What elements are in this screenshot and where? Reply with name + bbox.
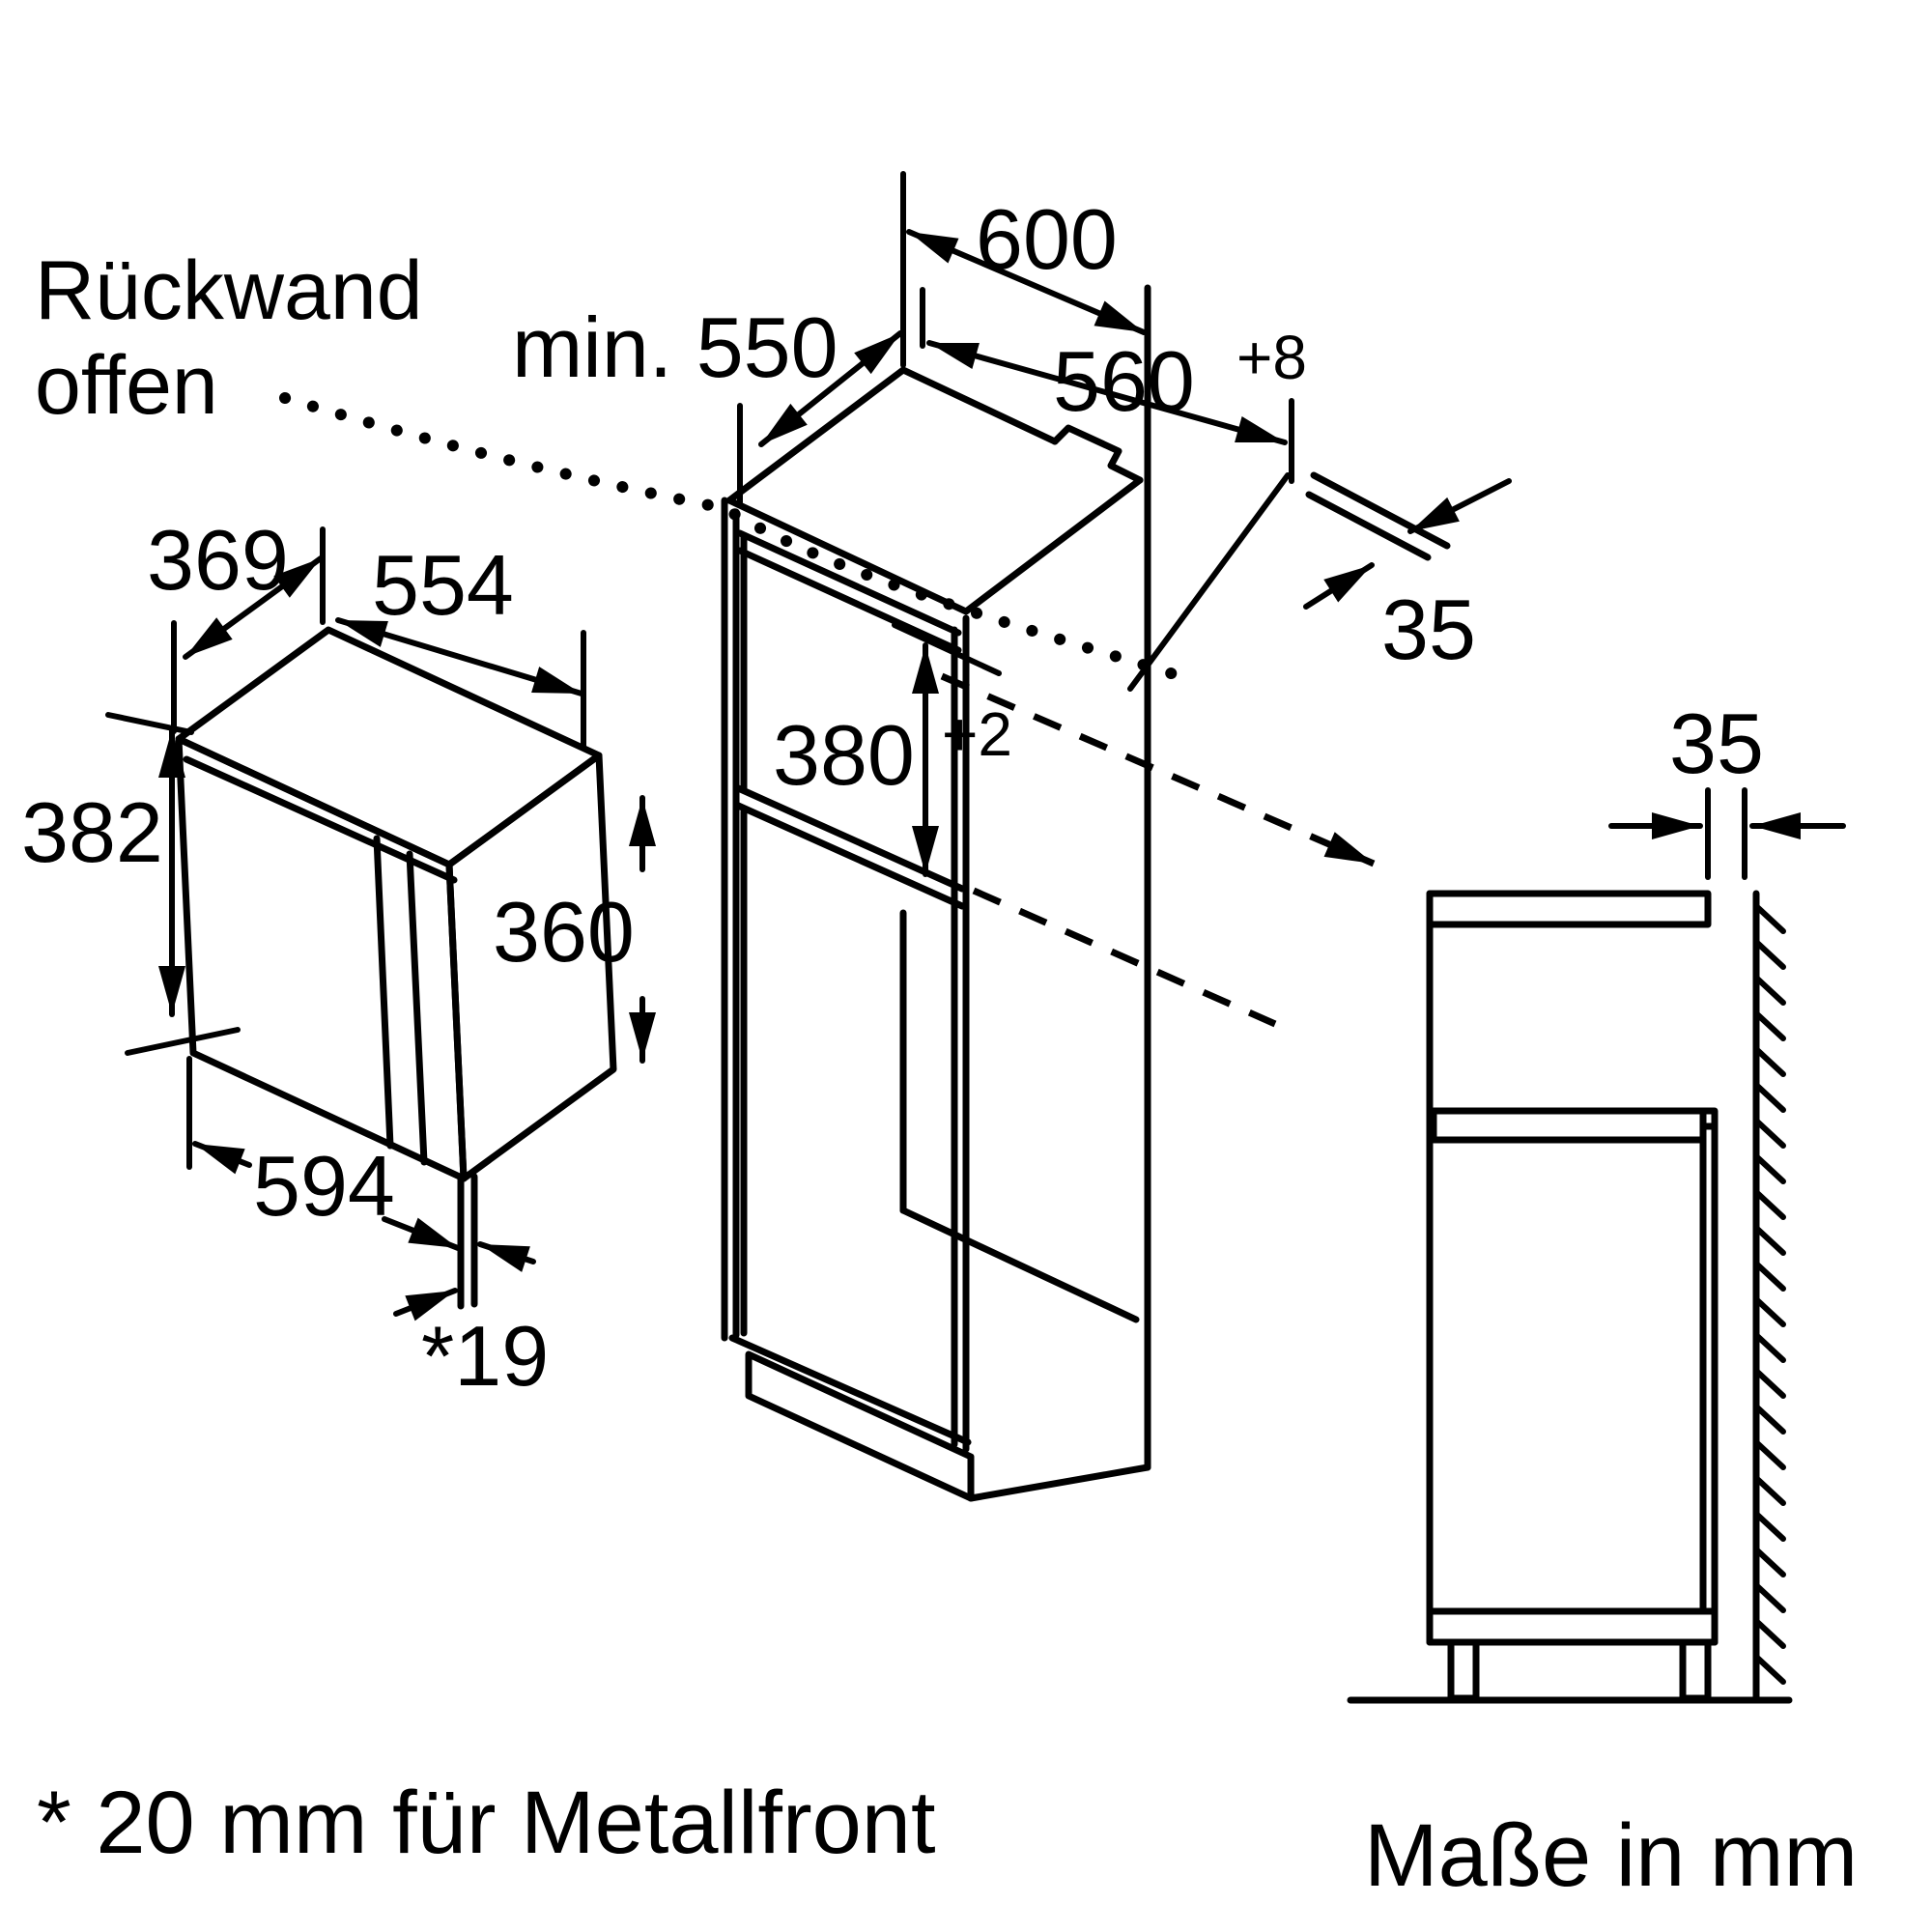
shelf-hidden-edge-lower — [972, 887, 1277, 1028]
appliance-door-right-edge — [373, 835, 394, 1150]
rear-strip-line-2 — [1305, 491, 1432, 561]
label-depth-369: 369 — [147, 512, 289, 608]
dim-382-tick-bottom — [125, 1027, 241, 1056]
dim-380-tick-top — [892, 622, 1002, 676]
dim-19-door-projection: *19 — [393, 1173, 549, 1404]
dim-19-arrow-right — [477, 1241, 536, 1272]
niche-top-edge-inner — [736, 547, 962, 654]
niche-shelf-front-bottom — [732, 801, 966, 910]
label-body-width-554: 554 — [372, 537, 514, 633]
dim-369-depth: 369 — [147, 512, 326, 734]
label-niche-width-560: 560 — [1053, 333, 1195, 429]
dim-594-front-width: 594 — [186, 1056, 461, 1251]
appliance-handle-strip-line — [406, 850, 428, 1166]
cabinet-top-notch — [1051, 424, 1144, 484]
dim-382-tick-top — [105, 712, 194, 735]
side-top-panel — [1426, 890, 1712, 928]
niche-extension-line — [1127, 472, 1291, 692]
dim-594-arrow-right — [382, 1216, 461, 1251]
cabinet-right-bottom-edge — [967, 1463, 1151, 1502]
dim-360-body-height: 360 — [493, 795, 656, 1064]
side-mid-shelf-step — [1699, 1107, 1719, 1130]
dim-369-arrow — [183, 555, 324, 660]
note-back-panel-line2: offen — [35, 339, 218, 432]
niche-top-edge-outer — [736, 529, 962, 637]
label-niche-height-380: 380 — [773, 707, 915, 803]
lower-compartment-floor-back-edge — [899, 1207, 1140, 1323]
label-front-width-594: 594 — [253, 1138, 395, 1234]
label-cabinet-width-600: 600 — [976, 191, 1118, 287]
dim-554-arrow — [335, 617, 584, 696]
note-units: Maße in mm — [1364, 1806, 1858, 1905]
appliance-top-face — [175, 626, 603, 868]
note-footnote-metal-front: * 20 mm für Metallfront — [37, 1774, 936, 1872]
label-door-projection-19: *19 — [421, 1308, 549, 1404]
note-back-panel-line1: Rückwand — [35, 244, 423, 337]
cabinet-side-view — [1347, 890, 1793, 1704]
label-height-382: 382 — [21, 784, 163, 880]
rear-strip-line-1 — [1310, 471, 1451, 550]
dim-35-rear-clearance: 35 — [1303, 478, 1512, 677]
dim-35-arrow-upper — [1407, 478, 1512, 534]
dim-560-arrow — [926, 340, 1288, 445]
appliance-door-top-edge — [183, 755, 458, 884]
dim-594-arrow-left — [192, 1141, 252, 1175]
dim-550-arrow — [758, 330, 903, 447]
dim-382-height: 382 — [21, 712, 241, 1056]
dim-560-niche-width: 560 +8 — [920, 287, 1307, 484]
cabinet-top-front-edge — [725, 476, 1144, 615]
wall-hatching — [1753, 903, 1786, 1685]
dim-19-arrow-left — [393, 1288, 458, 1321]
dim-min-550-depth: min. 550 — [512, 299, 903, 505]
shelf-hidden-edge-upper — [940, 672, 1376, 867]
label-body-height-360: 360 — [493, 884, 635, 980]
side-foot-left — [1447, 1638, 1480, 1702]
dim-600-arrow — [906, 229, 1147, 335]
label-rear-clearance-35: 35 — [1381, 582, 1476, 677]
dim-35-arrow-lower — [1303, 562, 1375, 610]
dim-554-body-width: 554 — [335, 537, 586, 749]
dim-35-wall-clearance: 35 — [1608, 696, 1846, 880]
label-niche-height-tolerance: +2 — [942, 699, 1012, 769]
side-mid-shelf — [1430, 1107, 1707, 1144]
label-wall-clearance-35: 35 — [1669, 696, 1764, 791]
label-min-depth-550: min. 550 — [512, 299, 838, 395]
lower-compartment-floor-front-edge — [728, 1334, 972, 1446]
open-back-leader-dots — [279, 392, 1192, 684]
appliance-right-face — [445, 752, 617, 1182]
dim-380-niche-height: 380 +2 — [773, 622, 1376, 1028]
side-foot-right — [1679, 1638, 1712, 1702]
cabinet-isometric-view — [721, 284, 1451, 1502]
label-niche-width-tolerance: +8 — [1236, 323, 1307, 392]
